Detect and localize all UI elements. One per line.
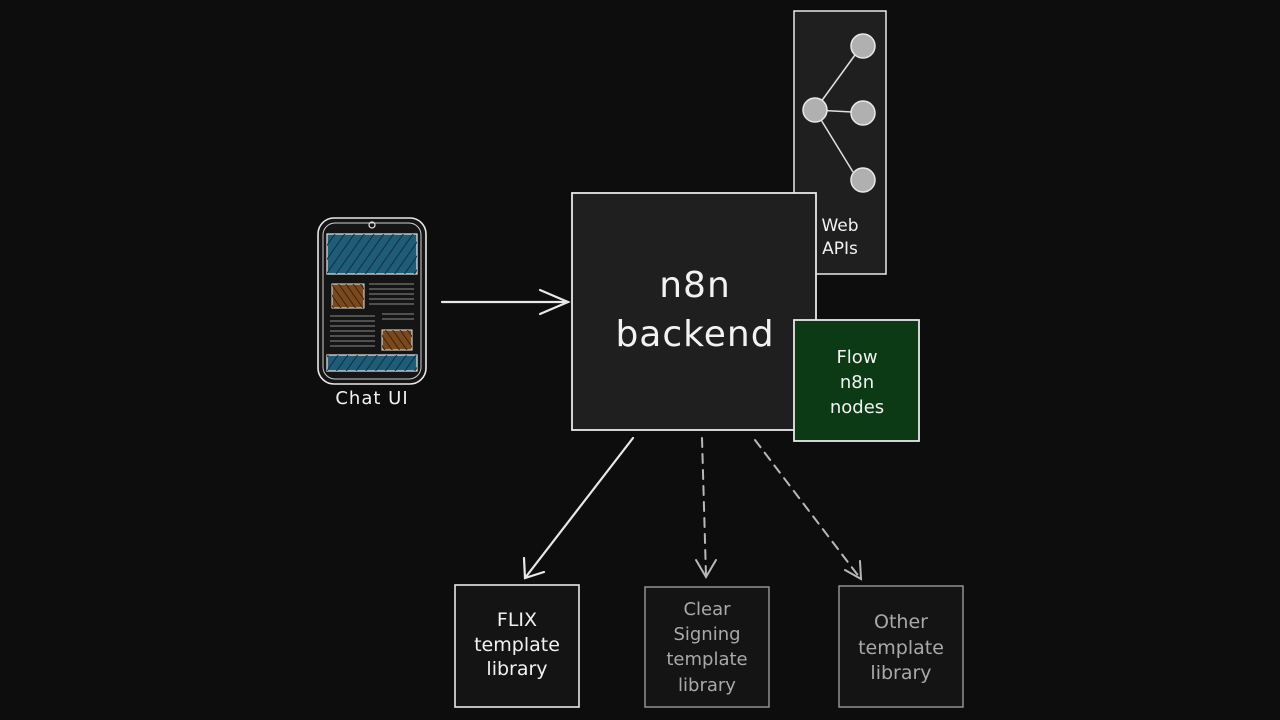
edge-backend-to-other <box>754 439 863 581</box>
backend-label: n8n backend <box>575 262 815 359</box>
web-apis-label: Web APIs <box>800 215 880 261</box>
web-apis-label-line: APIs <box>822 238 858 259</box>
flix-label-line: template <box>474 633 560 656</box>
edge-chat-to-backend <box>440 288 571 316</box>
flix-node <box>454 584 580 708</box>
other-label: Other template library <box>840 610 962 687</box>
clear-signing-node <box>644 586 770 708</box>
flow-nodes-label-line: nodes <box>829 397 885 419</box>
backend-label-line: backend <box>615 313 775 355</box>
chat-ui-label: Chat UI <box>335 388 409 409</box>
other-label-line: library <box>870 662 932 685</box>
clear-signing-label-line: template <box>666 649 748 671</box>
backend-node <box>571 192 817 431</box>
edge-backend-to-flix <box>522 436 635 580</box>
clear-signing-label: Clear Signing template library <box>646 597 768 698</box>
network-graph-icon <box>802 33 876 193</box>
clear-signing-label-line: Signing <box>673 624 741 646</box>
backend-label-line: n8n <box>659 265 731 306</box>
other-node <box>838 585 964 708</box>
other-label-line: template <box>858 636 944 659</box>
flow-nodes-node <box>793 319 920 442</box>
clear-signing-label-line: Clear <box>683 599 731 620</box>
web-apis-label-line: Web <box>821 216 859 236</box>
phone-icon <box>317 217 427 385</box>
flix-label: FLIX template library <box>456 608 578 682</box>
other-label-line: Other <box>874 611 928 633</box>
flow-nodes-label-line: Flow <box>836 347 878 368</box>
flix-label-line: FLIX <box>496 609 538 631</box>
edge-backend-to-clear-signing <box>695 437 717 579</box>
flow-nodes-label: Flow n8n nodes <box>795 345 919 421</box>
flow-nodes-label-line: n8n <box>839 372 875 394</box>
clear-signing-label-line: library <box>678 674 736 696</box>
flix-label-line: library <box>486 658 548 681</box>
